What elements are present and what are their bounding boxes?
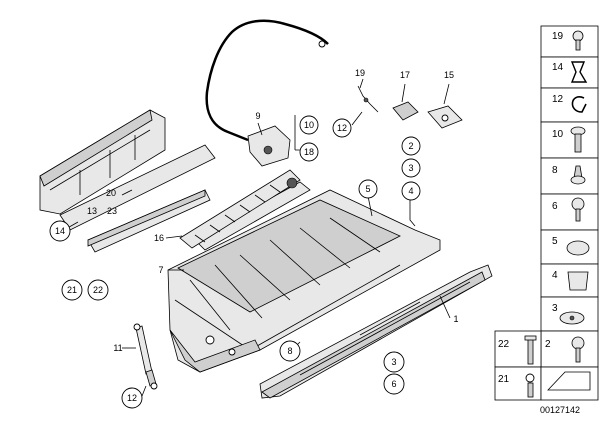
small-parts-drawing [357,85,463,129]
svg-text:18: 18 [304,147,314,157]
svg-text:22: 22 [498,339,510,350]
callout-1: 1 [453,314,458,324]
svg-text:10: 10 [552,129,564,140]
svg-text:20: 20 [106,188,116,198]
callout-19: 19 [355,68,365,78]
svg-text:11: 11 [113,343,122,353]
cover-panel-drawing [39,109,166,215]
callout-3b: 3 [383,351,405,373]
svg-text:16: 16 [154,233,164,243]
callout-16: 16 [154,233,164,243]
svg-text:14: 14 [55,226,65,236]
svg-text:22: 22 [93,285,103,295]
callout-23: 23 [107,206,117,216]
washer-icon [525,373,535,398]
svg-text:6: 6 [552,201,558,212]
callout-15: 15 [444,70,454,80]
svg-text:5: 5 [552,236,558,247]
nut-clip-icon [567,271,589,291]
callout-12b: 12 [121,387,143,409]
callout-2: 2 [401,136,421,156]
svg-text:12: 12 [127,393,137,403]
svg-text:3: 3 [552,303,558,314]
seat-rail-drawing [259,264,493,399]
plug-cap-icon [566,240,590,256]
callout-11: 11 [113,343,122,353]
drive-unit-drawing [247,125,291,167]
callout-9: 9 [255,111,260,121]
svg-text:6: 6 [391,379,396,389]
svg-text:13: 13 [87,206,97,216]
svg-text:8: 8 [287,346,292,356]
svg-text:10: 10 [304,120,314,130]
svg-text:4: 4 [408,186,413,196]
callout-4: 4 [401,181,421,201]
callout-20: 20 [106,188,116,198]
svg-text:3: 3 [391,357,396,367]
screw-icon-3 [571,336,585,363]
bowden-cable-drawing [205,19,329,142]
svg-text:3: 3 [408,163,413,173]
callout-14: 14 [49,220,71,242]
seat-frame-drawing [167,181,441,373]
svg-text:2: 2 [545,339,551,350]
gas-strut-drawing [133,323,158,390]
screw-icon-2 [571,197,585,222]
clip-icon [570,61,588,83]
svg-text:1: 1 [453,314,458,324]
svg-text:7: 7 [158,265,163,275]
svg-text:5: 5 [365,184,370,194]
rivet-icon [570,165,586,185]
svg-text:8: 8 [552,165,558,176]
svg-text:17: 17 [400,70,410,80]
svg-text:19: 19 [355,68,365,78]
callout-18a: 18 [299,142,319,162]
callout-6: 6 [383,373,405,395]
screw-icon [572,30,584,51]
svg-text:14: 14 [552,62,564,73]
svg-text:19: 19 [552,31,564,42]
motor-rail-drawing [179,169,301,249]
callout-10: 10 [299,115,319,135]
arrow-indicator-icon [547,371,591,391]
svg-text:15: 15 [444,70,454,80]
bolt-icon [570,126,586,153]
svg-text:12: 12 [552,94,564,105]
callout-3: 3 [401,158,421,178]
svg-text:2: 2 [408,141,413,151]
svg-text:4: 4 [552,270,558,281]
callout-22: 22 [87,279,109,301]
spring-clip-icon [571,96,587,113]
parts-sidebar: 19 14 12 10 8 6 5 4 3 2 22 21 00127142 [494,25,599,415]
callout-12a: 12 [332,118,352,138]
expanding-rivet-icon [559,311,585,325]
callout-8: 8 [279,340,301,362]
svg-text:21: 21 [67,285,77,295]
callout-17: 17 [400,70,410,80]
svg-text:9: 9 [255,111,260,121]
bolt-icon-2 [524,335,537,365]
svg-text:12: 12 [337,123,347,133]
trim-strip-drawing [59,144,216,253]
callout-5: 5 [358,179,378,199]
svg-text:21: 21 [498,374,510,385]
callout-13: 13 [87,206,97,216]
svg-text:00127142: 00127142 [540,405,580,415]
svg-text:23: 23 [107,206,117,216]
callout-7: 7 [158,265,163,275]
callout-21: 21 [61,279,83,301]
